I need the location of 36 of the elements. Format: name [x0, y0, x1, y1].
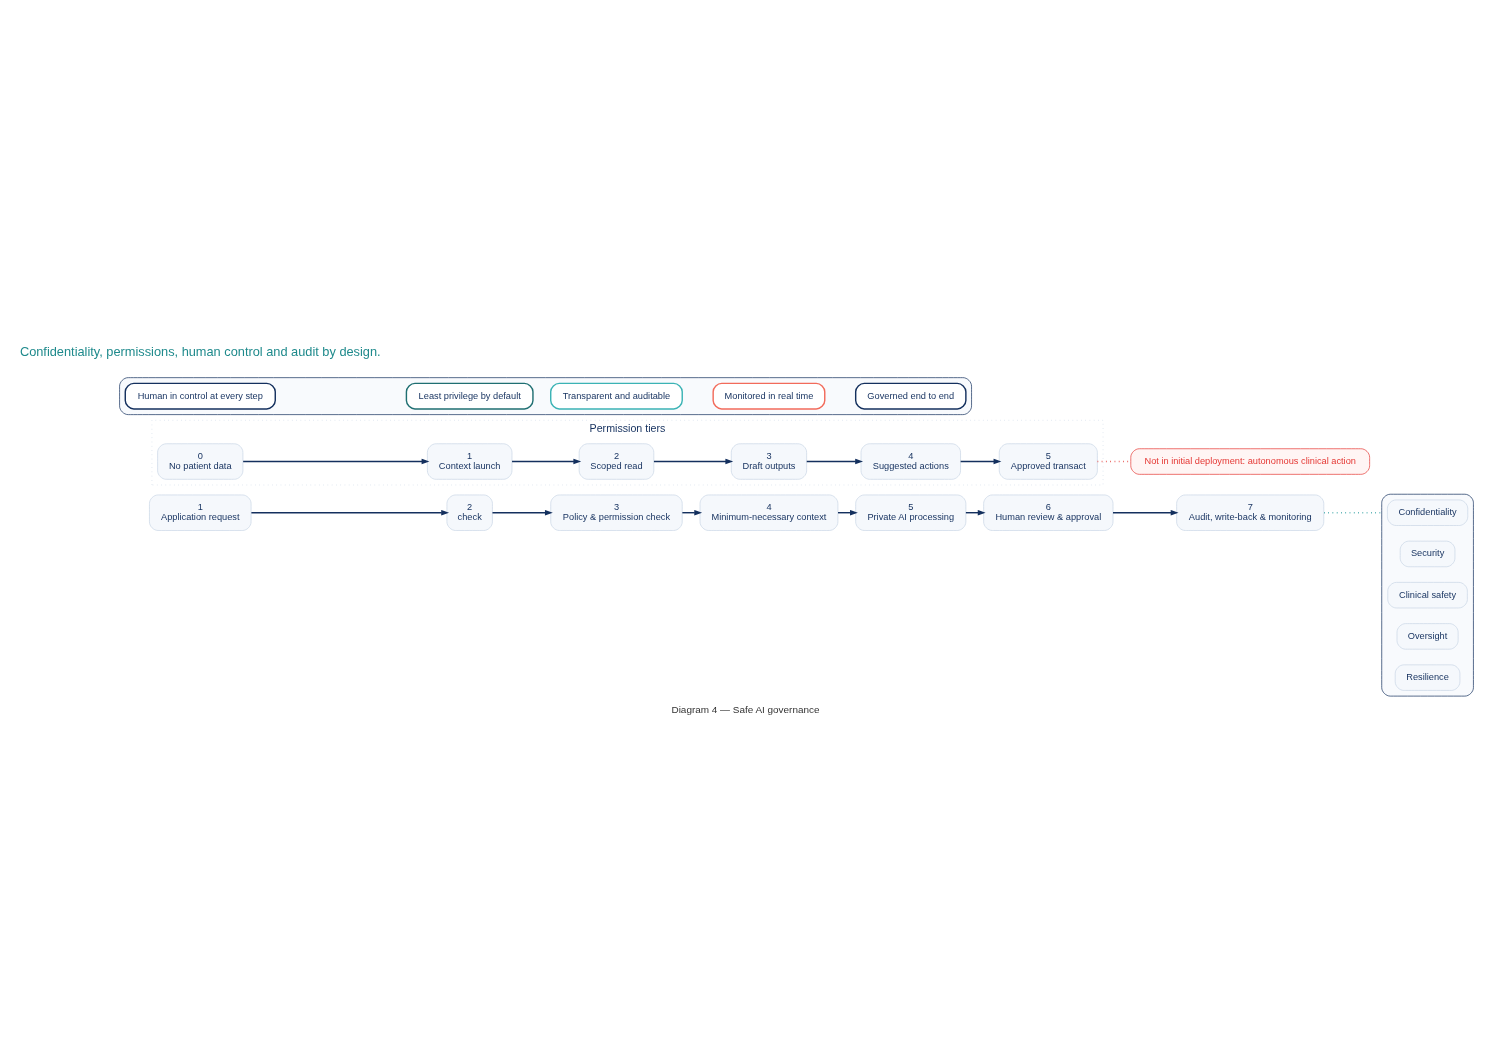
node-box: Human in control at every step	[124, 382, 276, 410]
cluster	[1381, 493, 1474, 696]
node-box: Least privilege by default	[405, 382, 534, 410]
node-box: Transparent and auditable	[550, 382, 683, 410]
node-box: 2 Scoped read	[578, 442, 655, 480]
node-box: 5 Approved transact	[998, 442, 1098, 480]
arrow	[653, 458, 734, 464]
arrow	[250, 509, 450, 515]
arrow	[1112, 509, 1179, 515]
node-box: Not in initial deployment: autonomous clinical action	[1130, 447, 1370, 475]
node-box: 6 Human review & approval	[983, 494, 1114, 531]
node-box: Governed end to end	[854, 382, 967, 410]
caption: Diagram 4 — Safe AI governance	[671, 703, 820, 715]
node-box: 7 Audit, write-back & monitoring	[1176, 494, 1325, 531]
cluster	[119, 376, 972, 415]
node-box: 4 Suggested actions	[860, 442, 961, 480]
node-box: Monitored in real time	[712, 382, 826, 410]
label: Confidentiality, permissions, human control and audit by design.	[19, 343, 381, 359]
node-box: Security	[1399, 540, 1456, 567]
node-box: 2 check	[446, 494, 493, 531]
node-box: 1 Application request	[149, 494, 252, 531]
node-box: Confidentiality	[1387, 499, 1469, 526]
node-box: 4 Minimum-necessary context	[699, 494, 839, 531]
node-box: 5 Private AI processing	[855, 494, 967, 531]
node-box: 3 Policy & permission check	[550, 494, 683, 531]
node-box: Oversight	[1396, 622, 1459, 650]
arrow	[806, 458, 863, 464]
node-box: 0 No patient data	[157, 442, 244, 480]
node-box: Clinical safety	[1387, 581, 1468, 608]
arrow	[959, 458, 1002, 464]
node-box: 1 Context launch	[427, 442, 513, 480]
node-box: Resilience	[1394, 664, 1461, 691]
arrow	[242, 458, 430, 464]
arrow	[491, 509, 553, 515]
arrow	[511, 458, 582, 464]
node-box: 3 Draft outputs	[730, 442, 807, 480]
